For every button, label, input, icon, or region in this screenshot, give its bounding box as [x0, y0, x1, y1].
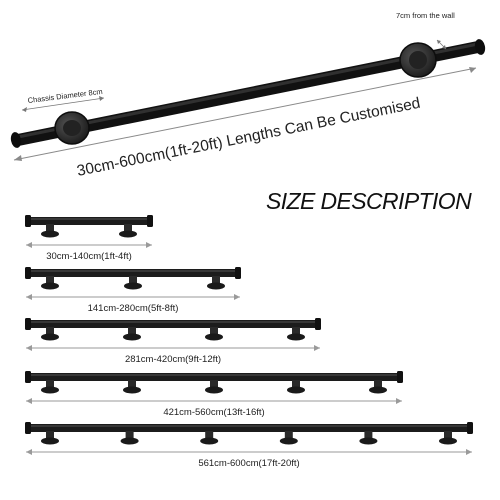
size-row: 281cm-420cm(9ft-12ft): [25, 318, 321, 365]
hero-length-measure: [13, 67, 477, 161]
size-bracket: [287, 380, 305, 394]
size-measure-arrow: [314, 345, 320, 351]
size-measure-arrow: [26, 398, 32, 404]
size-bracket: [123, 380, 141, 394]
size-label: 421cm-560cm(13ft-16ft): [163, 407, 264, 418]
size-label: 141cm-280cm(5ft-8ft): [88, 303, 179, 314]
size-measure-arrow: [26, 449, 32, 455]
size-bracket: [41, 276, 59, 290]
wall-distance-annotation: 7cm from the wall: [396, 11, 455, 50]
size-bracket: [123, 327, 141, 341]
size-bracket: [279, 431, 298, 445]
size-label: 561cm-600cm(17ft-20ft): [198, 458, 299, 469]
size-measure-arrow: [396, 398, 402, 404]
size-bracket: [119, 224, 137, 238]
size-measure-arrow: [234, 294, 240, 300]
size-bracket: [41, 431, 59, 445]
size-end-cap: [25, 267, 31, 279]
size-bracket: [287, 327, 305, 341]
hero-left-bracket: [54, 111, 90, 145]
size-row: 141cm-280cm(5ft-8ft): [25, 267, 241, 314]
section-title: SIZE DESCRIPTION: [266, 188, 472, 214]
size-end-cap: [25, 215, 31, 227]
size-bracket: [359, 431, 378, 445]
size-measure-arrow: [146, 242, 152, 248]
size-label: 30cm-140cm(1ft-4ft): [46, 251, 132, 262]
size-row: 561cm-600cm(17ft-20ft): [25, 422, 473, 469]
size-measure-arrow: [26, 242, 32, 248]
size-measure-arrow: [26, 294, 32, 300]
size-bracket: [207, 276, 225, 290]
size-end-cap: [25, 371, 31, 383]
size-bracket: [41, 327, 59, 341]
size-bracket: [200, 431, 219, 445]
size-end-cap: [147, 215, 153, 227]
size-row: 421cm-560cm(13ft-16ft): [25, 371, 403, 418]
size-end-cap: [397, 371, 403, 383]
size-row: 30cm-140cm(1ft-4ft): [25, 215, 153, 262]
size-end-cap: [467, 422, 473, 434]
chassis-diameter-annotation: Chassis Diameter 8cm: [21, 87, 105, 112]
size-bracket: [41, 224, 59, 238]
size-list: 30cm-140cm(1ft-4ft) 141cm-280cm(5ft-8ft) 2…: [25, 215, 473, 469]
hero-right-bracket: [399, 42, 437, 78]
size-measure-arrow: [26, 345, 32, 351]
size-bracket: [369, 380, 387, 394]
size-label: 281cm-420cm(9ft-12ft): [125, 354, 221, 365]
size-bracket: [120, 431, 139, 445]
chassis-diameter-label: Chassis Diameter 8cm: [27, 87, 103, 105]
size-measure-arrow: [466, 449, 472, 455]
size-end-cap: [315, 318, 321, 330]
size-end-cap: [235, 267, 241, 279]
size-bracket: [205, 380, 223, 394]
size-end-cap: [25, 422, 31, 434]
size-bracket: [439, 431, 457, 445]
size-bracket: [124, 276, 142, 290]
size-bracket: [205, 327, 223, 341]
size-end-cap: [25, 318, 31, 330]
hero-handrail: Chassis Diameter 8cm 7cm from the wall 3…: [10, 11, 486, 180]
wall-distance-label: 7cm from the wall: [396, 11, 455, 20]
size-bracket: [41, 380, 59, 394]
